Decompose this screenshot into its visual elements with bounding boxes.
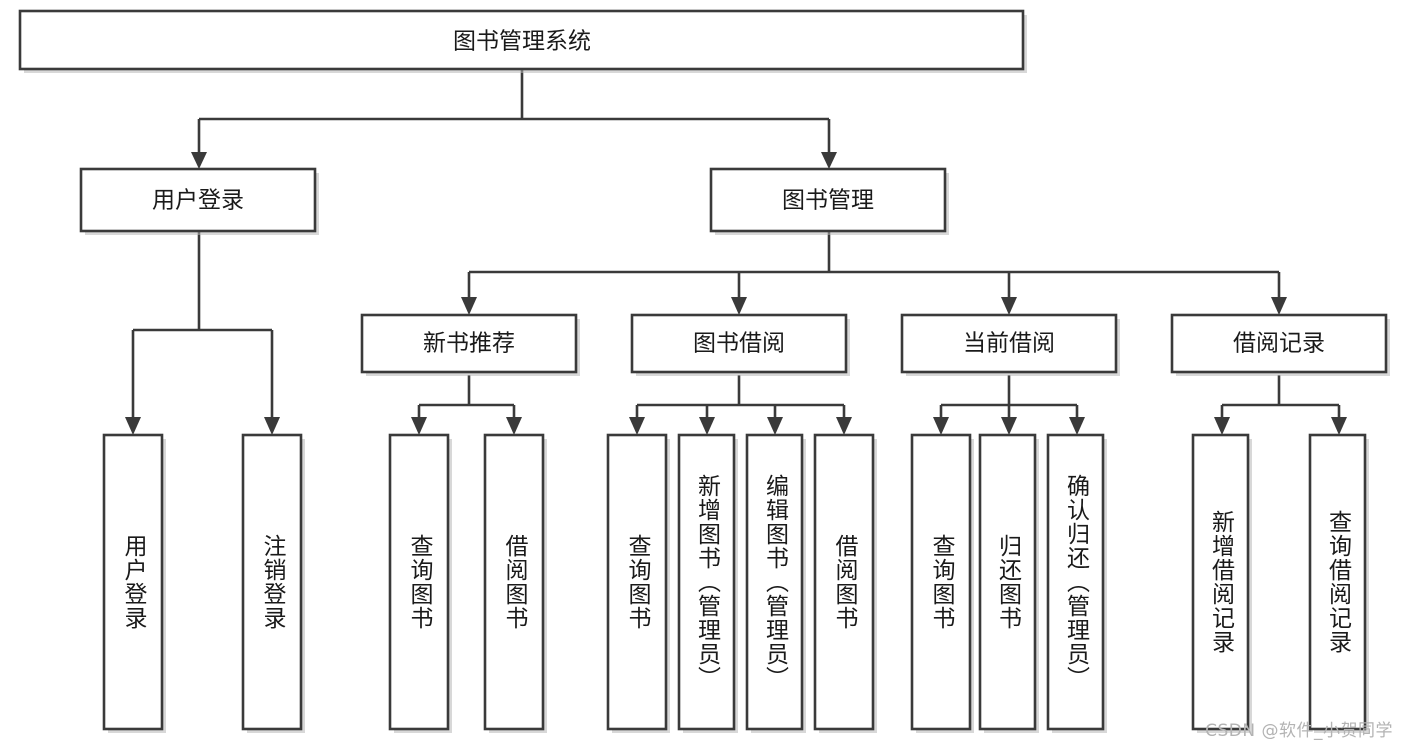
watermark-text: CSDN @软件_小贺同学 [1205,721,1393,741]
level3-label-borrow-record: 借阅记录 [1233,331,1325,357]
connector-group-book-borrow [629,375,852,435]
connector-group-root [191,70,837,169]
level3-label-new-book-recommend: 新书推荐 [423,331,515,357]
level3-box-current-borrow[interactable] [900,313,1118,374]
level3-box-book-borrow[interactable] [630,313,848,374]
level2-box-book-manage[interactable] [709,167,947,233]
connector-group-user-login [125,232,280,435]
connector-group-book-manage [461,232,1287,315]
level2-label-book-manage: 图书管理 [782,188,874,214]
level3-label-current-borrow: 当前借阅 [963,331,1055,357]
level2-box-user-login[interactable] [79,167,317,233]
leaf-box-borrow-book-nb[interactable] [483,433,545,731]
leaf-box-add-borrow-record[interactable] [1191,433,1250,731]
connector-group-current-borrow [933,375,1085,435]
connector-group-borrow-record [1214,375,1347,435]
leaf-box-add-book-admin[interactable] [677,433,736,731]
connector-group-new-book [411,375,522,435]
leaf-box-query-book-nb[interactable] [388,433,450,731]
leaf-box-confirm-return-admin[interactable] [1046,433,1105,731]
leaf-box-edit-book-admin[interactable] [745,433,804,731]
leaf-box-query-book-cb[interactable] [910,433,972,731]
root-label: 图书管理系统 [453,29,591,55]
level2-label-user-login: 用户登录 [152,188,244,214]
level3-box-new-book-recommend[interactable] [360,313,578,374]
leaf-box-borrow-book-bb[interactable] [813,433,875,731]
leaf-box-query-borrow-record[interactable] [1308,433,1367,731]
root-box[interactable] [18,9,1025,71]
leaf-box-logout[interactable] [241,433,303,731]
leaf-box-query-book-bb[interactable] [606,433,668,731]
level3-box-borrow-record[interactable] [1170,313,1388,374]
level3-label-book-borrow: 图书借阅 [693,331,785,357]
leaf-box-user-login-1[interactable] [102,433,164,731]
leaf-box-return-book[interactable] [978,433,1037,731]
